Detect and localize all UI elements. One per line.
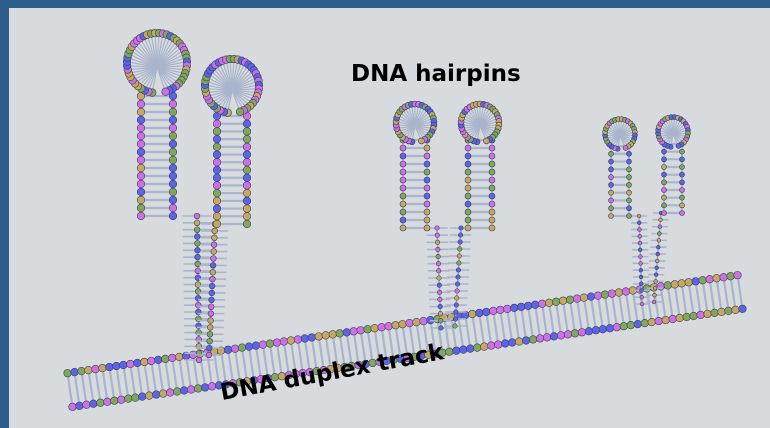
hairpin-5 xyxy=(603,117,651,306)
hairpin-1 xyxy=(123,29,213,363)
duplex-track xyxy=(64,271,747,410)
diagram-canvas: DNA hairpins DNA duplex track xyxy=(9,8,770,428)
hairpin-4 xyxy=(444,101,502,328)
hairpin-6 xyxy=(646,115,691,304)
diagram-title: DNA hairpins xyxy=(351,61,521,87)
hairpin-3 xyxy=(393,101,452,330)
